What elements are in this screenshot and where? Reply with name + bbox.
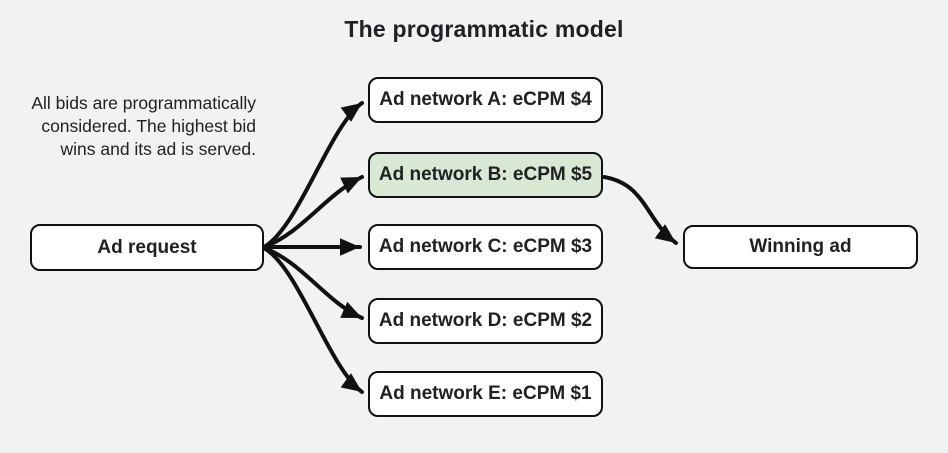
diagram-title: The programmatic model	[344, 16, 624, 42]
network-label-e: Ad network E: eCPM $1	[379, 383, 592, 404]
winning-ad-box: Winning ad	[683, 225, 918, 269]
arrow-request-to-network-e	[262, 246, 364, 394]
arrow-network-b-to-winning-ad	[602, 175, 678, 245]
network-label-d: Ad network D: eCPM $2	[378, 310, 593, 331]
ad-request-box: Ad request	[30, 224, 264, 271]
network-label-c: Ad network C: eCPM $3	[378, 236, 593, 257]
note-text: All bids are programmatically considered…	[10, 92, 256, 161]
arrow-request-to-network-d	[262, 246, 364, 320]
note-line: considered. The highest bid	[41, 116, 256, 136]
network-box-b: Ad network B: eCPM $5	[368, 152, 603, 198]
network-box-c: Ad network C: eCPM $3	[368, 224, 603, 270]
network-label-a: Ad network A: eCPM $4	[379, 89, 592, 110]
note-line: wins and its ad is served.	[60, 139, 256, 159]
arrow-request-to-network-b	[262, 175, 364, 249]
network-box-d: Ad network D: eCPM $2	[368, 298, 603, 344]
network-label-b: Ad network B: eCPM $5	[378, 164, 593, 185]
ad-request-label: Ad request	[97, 236, 197, 258]
network-box-a: Ad network A: eCPM $4	[368, 77, 603, 123]
arrow-request-to-network-a	[262, 101, 364, 249]
note-line: All bids are programmatically	[31, 93, 256, 113]
network-box-e: Ad network E: eCPM $1	[368, 371, 603, 417]
winning-ad-label: Winning ad	[749, 236, 852, 257]
